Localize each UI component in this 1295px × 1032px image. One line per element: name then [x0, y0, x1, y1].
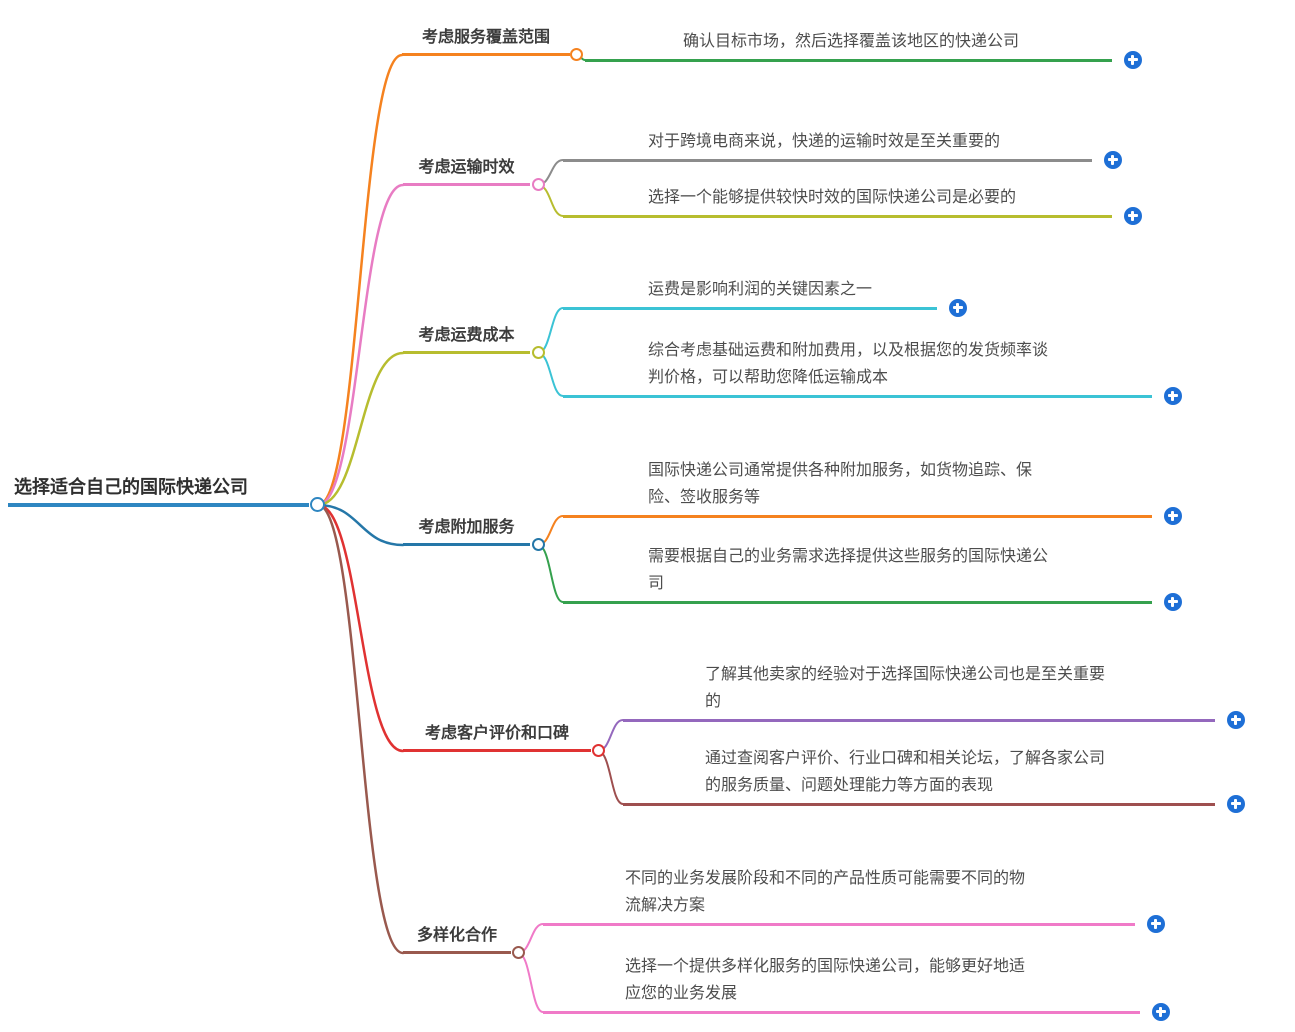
leaf-node[interactable]: 选择一个能够提供较快时效的国际快递公司是必要的	[563, 184, 1112, 218]
branch-node-diversified-cooperation[interactable]: 多样化合作	[403, 924, 511, 954]
connector-curve	[537, 352, 564, 397]
leaf-node[interactable]: 选择一个提供多样化服务的国际快递公司，能够更好地适应您的业务发展	[543, 953, 1140, 1014]
plus-icon[interactable]	[949, 299, 967, 317]
connector-curve	[316, 53, 404, 507]
leaf-node[interactable]: 综合考虑基础运费和附加费用，以及根据您的发货频率谈判价格，可以帮助您降低运输成本	[563, 337, 1152, 398]
leaf-node[interactable]: 了解其他卖家的经验对于选择国际快递公司也是至关重要的	[623, 661, 1215, 722]
plus-icon[interactable]	[1164, 387, 1182, 405]
branch-expand-handle[interactable]	[532, 178, 545, 191]
leaf-node[interactable]: 不同的业务发展阶段和不同的产品性质可能需要不同的物流解决方案	[543, 865, 1135, 926]
connector-curve	[597, 750, 624, 805]
connector-curve	[316, 503, 405, 547]
branch-expand-handle[interactable]	[512, 946, 525, 959]
branch-node-service-coverage[interactable]: 考虑服务覆盖范围	[402, 26, 570, 56]
branch-node-shipping-cost[interactable]: 考虑运费成本	[403, 324, 530, 354]
connector-curve	[316, 503, 405, 753]
leaf-node[interactable]: 运费是影响利润的关键因素之一	[563, 276, 937, 310]
connector-curve	[316, 351, 405, 507]
connector-curve	[537, 544, 564, 603]
leaf-node[interactable]: 需要根据自己的业务需求选择提供这些服务的国际快递公司	[563, 543, 1152, 604]
branch-expand-handle[interactable]	[532, 346, 545, 359]
leaf-node[interactable]: 对于跨境电商来说，快递的运输时效是至关重要的	[563, 128, 1092, 162]
plus-icon[interactable]	[1164, 593, 1182, 611]
branch-node-reviews-reputation[interactable]: 考虑客户评价和口碑	[403, 722, 591, 752]
branch-node-transit-time[interactable]: 考虑运输时效	[403, 156, 530, 186]
root-expand-handle[interactable]	[310, 497, 325, 512]
branch-expand-handle[interactable]	[570, 48, 583, 61]
plus-icon[interactable]	[1104, 151, 1122, 169]
plus-icon[interactable]	[1124, 207, 1142, 225]
branch-node-value-added-services[interactable]: 考虑附加服务	[403, 516, 530, 546]
branch-expand-handle[interactable]	[592, 744, 605, 757]
plus-icon[interactable]	[1124, 51, 1142, 69]
connector-curve	[316, 183, 405, 507]
leaf-node[interactable]: 通过查阅客户评价、行业口碑和相关论坛，了解各家公司的服务质量、问题处理能力等方面…	[623, 745, 1215, 806]
connector-curve	[316, 503, 405, 955]
plus-icon[interactable]	[1227, 795, 1245, 813]
plus-icon[interactable]	[1152, 1003, 1170, 1021]
plus-icon[interactable]	[1147, 915, 1165, 933]
plus-icon[interactable]	[1227, 711, 1245, 729]
leaf-node[interactable]: 国际快递公司通常提供各种附加服务，如货物追踪、保险、签收服务等	[563, 457, 1152, 518]
branch-expand-handle[interactable]	[532, 538, 545, 551]
connector-curve	[517, 952, 544, 1013]
leaf-node[interactable]: 确认目标市场，然后选择覆盖该地区的快递公司	[585, 28, 1112, 62]
plus-icon[interactable]	[1164, 507, 1182, 525]
root-node[interactable]: 选择适合自己的国际快递公司	[8, 474, 309, 507]
